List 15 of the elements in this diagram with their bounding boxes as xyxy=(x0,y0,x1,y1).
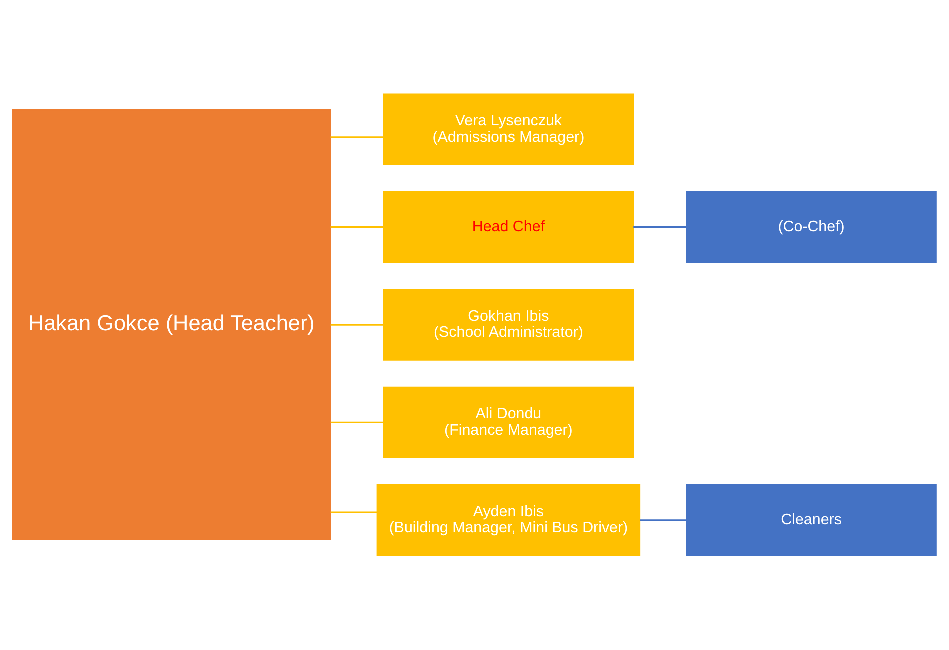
node-box: Head Chef xyxy=(383,191,634,264)
node-box: Hakan Gokce (Head Teacher) xyxy=(12,110,332,540)
node-box: Cleaners xyxy=(686,484,937,556)
node-box: Ali Dondu (Finance Manager) xyxy=(383,386,634,459)
connector xyxy=(330,422,384,424)
connector xyxy=(640,520,686,522)
node-box: (Co-Chef) xyxy=(686,191,937,264)
connector xyxy=(330,512,378,514)
connector xyxy=(634,226,686,228)
connector xyxy=(330,324,384,326)
node-box: Gokhan Ibis (School Administrator) xyxy=(383,289,634,361)
node-box: Ayden Ibis (Building Manager, Mini Bus Driver) xyxy=(376,484,641,556)
connector xyxy=(330,226,384,228)
node-box: Vera Lysenczuk (Admissions Manager) xyxy=(383,94,634,166)
connector xyxy=(330,136,384,138)
